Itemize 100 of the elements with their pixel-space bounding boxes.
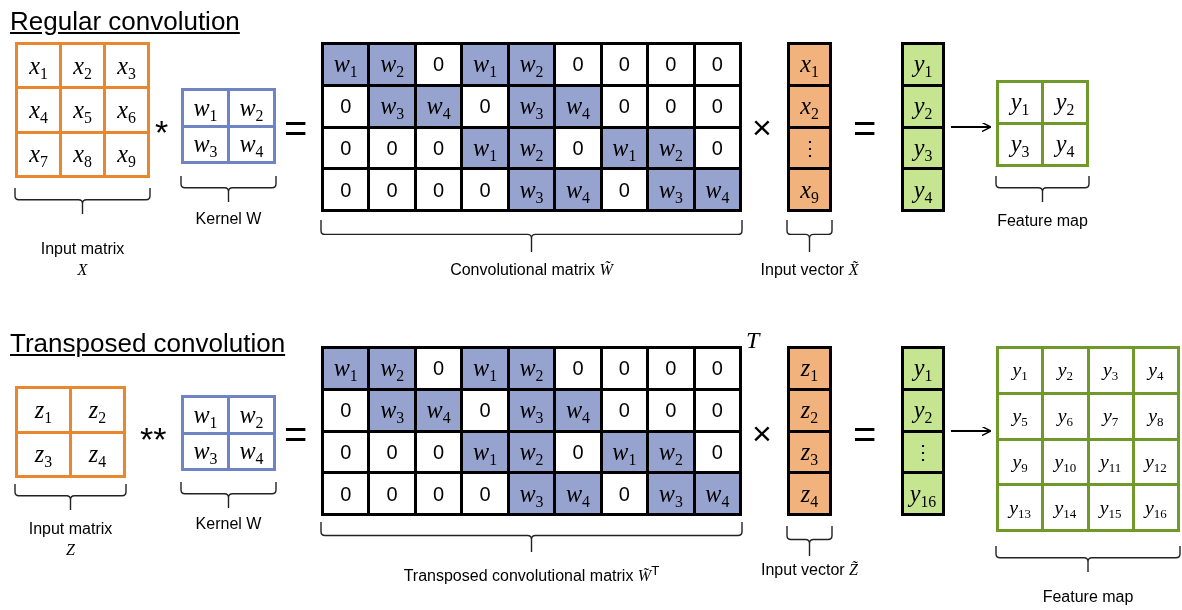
matrix-cell: w$_{2}$ [649, 432, 693, 472]
matrix-cell: 0 [416, 349, 461, 388]
matrix-cell: z$_{2}$ [790, 390, 829, 430]
matrix-cell: w$_{1}$ [324, 349, 368, 388]
matrix-cell: w$_{4}$ [230, 127, 273, 161]
node-label: Kernel W [194, 514, 263, 534]
matrix-cell: 0 [602, 86, 647, 126]
matrix-cell: w$_{1}$ [463, 128, 507, 168]
matrix-cell: w$_{4}$ [230, 434, 273, 468]
matrix-cell: w$_{1}$ [463, 45, 507, 84]
matrix-cell: 0 [324, 474, 368, 513]
matrix-cell: y$_{13}$ [999, 486, 1042, 529]
matrix-cell: y$_{12}$ [1134, 440, 1177, 484]
matrix-cell: y$_{16}$ [904, 474, 942, 513]
matrix-cell: 0 [416, 128, 461, 168]
matrix-cell: w$_{4}$ [695, 474, 739, 513]
matrix-cell: 0 [556, 128, 600, 168]
matrix-cell: w$_{3}$ [509, 474, 554, 513]
matrix-cell: 0 [416, 170, 461, 209]
matrix-cell: 0 [649, 86, 693, 126]
matrix-cell: 0 [463, 474, 507, 513]
matrix-cell: x$_{8}$ [62, 133, 103, 175]
matrix-cell: w$_{1}$ [324, 45, 368, 84]
matrix-cell: y$_{9}$ [999, 440, 1042, 484]
matrix-cell: y$_{8}$ [1134, 394, 1177, 438]
arrow [950, 121, 992, 133]
node-label: Transposed convolutional matrix W̃$^{T}$ [402, 562, 661, 587]
matrix-cell: 0 [695, 128, 739, 168]
matrix-cell: x$_{2}$ [62, 45, 103, 87]
matrix-cell: x$_{6}$ [106, 89, 147, 131]
matrix-cell: 0 [416, 474, 461, 513]
matrix-cell: y$_{2}$ [904, 86, 942, 126]
matrix-cell: w$_{2}$ [370, 45, 414, 84]
matrix-cell: 0 [602, 349, 647, 388]
node-label: Input matrix X [39, 239, 126, 280]
matrix-cell: 0 [324, 86, 368, 126]
arrow [950, 425, 992, 437]
node-label: Feature map [996, 211, 1089, 231]
operator: = [853, 108, 877, 148]
matrix-cell: 0 [695, 390, 739, 430]
node-label: Convolutional matrix W̃ [449, 260, 615, 280]
section-title: Regular convolution [10, 8, 240, 34]
input-vector [787, 42, 832, 212]
kernel-matrix [181, 395, 276, 471]
output-vector [901, 42, 945, 212]
matrix-cell: x$_{2}$ [790, 86, 829, 126]
matrix-cell: 0 [324, 170, 368, 209]
matrix-cell: w$_{3}$ [509, 86, 554, 126]
matrix-cell: 0 [602, 170, 647, 209]
matrix-cell: w$_{3}$ [370, 390, 414, 430]
matrix-cell: 0 [463, 86, 507, 126]
operator: = [853, 414, 877, 454]
matrix-cell: w$_{3}$ [184, 434, 227, 468]
matrix-cell: x$_{1}$ [18, 45, 59, 87]
output-vector [901, 346, 945, 516]
matrix-cell: 0 [416, 432, 461, 472]
matrix-cell: 0 [370, 170, 414, 209]
matrix-cell: w$_{1}$ [602, 128, 647, 168]
matrix-cell: 0 [602, 45, 647, 84]
matrix-cell: 0 [463, 170, 507, 209]
node-label: Kernel W [194, 209, 263, 229]
matrix-cell: y$_{3}$ [1089, 349, 1132, 392]
operator: × [752, 416, 772, 450]
matrix-cell: w$_{3}$ [370, 86, 414, 126]
matrix-cell: w$_{2}$ [230, 91, 273, 125]
matrix-cell: z$_{3}$ [18, 433, 69, 475]
matrix-cell: 0 [695, 432, 739, 472]
matrix-cell: x$_{5}$ [62, 89, 103, 131]
matrix-cell: x$_{9}$ [790, 170, 829, 209]
matrix-cell: w$_{3}$ [509, 390, 554, 430]
operator: × [752, 110, 772, 144]
matrix-cell: 0 [370, 432, 414, 472]
matrix-cell: w$_{2}$ [509, 432, 554, 472]
matrix-cell: 0 [602, 474, 647, 513]
matrix-cell: y$_{4}$ [1134, 349, 1177, 392]
matrix-cell: w$_{4}$ [416, 86, 461, 126]
matrix-cell: 0 [649, 45, 693, 84]
matrix-cell: y$_{1}$ [999, 83, 1041, 122]
matrix-cell: y$_{3}$ [904, 128, 942, 168]
matrix-cell: y$_{2}$ [1044, 349, 1087, 392]
matrix-cell: w$_{2}$ [509, 349, 554, 388]
matrix-cell: y$_{11}$ [1089, 440, 1132, 484]
matrix-cell: 0 [695, 349, 739, 388]
node-label: Input vector X̃ [759, 260, 860, 280]
input-vector [787, 346, 832, 516]
input-matrix [15, 42, 150, 178]
matrix-cell: y$_{1}$ [999, 349, 1042, 392]
matrix-cell: z$_{1}$ [18, 389, 69, 431]
matrix-cell: w$_{4}$ [556, 170, 600, 209]
matrix-cell: 0 [649, 390, 693, 430]
matrix-cell: 0 [649, 349, 693, 388]
matrix-cell: z$_{1}$ [790, 349, 829, 388]
matrix-cell: w$_{2}$ [649, 128, 693, 168]
matrix-cell: w$_{1}$ [463, 349, 507, 388]
matrix-cell: w$_{4}$ [556, 390, 600, 430]
matrix-cell: w$_{1}$ [184, 398, 227, 432]
matrix-cell: z$_{4}$ [72, 433, 123, 475]
matrix-cell: z$_{2}$ [72, 389, 123, 431]
operator: * [155, 115, 169, 149]
matrix-cell: w$_{3}$ [184, 127, 227, 161]
